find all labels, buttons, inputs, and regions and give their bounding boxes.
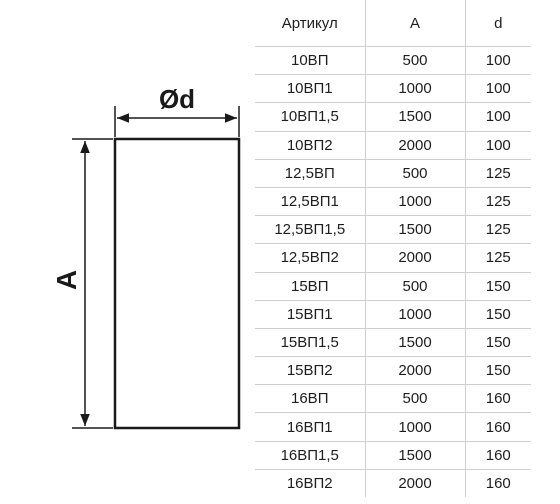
cell-length: 1500 — [364, 102, 465, 132]
cell-length: 1000 — [364, 74, 465, 103]
cell-article: 10ВП1,5 — [255, 102, 365, 132]
cell-diameter: 100 — [464, 45, 531, 75]
cell-length: 1000 — [364, 299, 465, 329]
cell-length: 1500 — [364, 215, 465, 244]
cell-article: 10ВП1 — [255, 74, 365, 103]
cell-article: 16ВП1,5 — [255, 440, 365, 470]
cell-length: 1000 — [364, 412, 465, 442]
cell-diameter: 160 — [464, 440, 531, 470]
cell-article: 15ВП — [255, 271, 365, 301]
cell-article: 15ВП1 — [255, 299, 365, 329]
pipe-outline — [113, 137, 241, 430]
cell-length: 2000 — [364, 468, 465, 497]
cell-article: 12,5ВП — [255, 158, 365, 188]
cell-diameter: 160 — [464, 468, 531, 497]
cell-article: 16ВП2 — [255, 468, 365, 497]
cell-diameter: 150 — [464, 271, 531, 301]
cell-diameter: 125 — [464, 243, 531, 272]
length-label: A — [51, 270, 82, 290]
cell-diameter: 125 — [464, 158, 531, 188]
cell-length: 500 — [364, 158, 465, 188]
cell-length: 1500 — [364, 327, 465, 357]
cell-article: 15ВП2 — [255, 356, 365, 385]
cell-article: 10ВП — [255, 45, 365, 75]
pipe-drawing: Ød A — [51, 84, 241, 430]
cell-length: 2000 — [364, 130, 465, 160]
header-diameter: d — [464, 0, 531, 47]
header-article: Артикул — [281, 14, 338, 32]
cell-length: 500 — [364, 45, 465, 75]
cell-diameter: 150 — [464, 327, 531, 357]
cell-article: 16ВП — [255, 384, 365, 413]
cell-article: 12,5ВП2 — [255, 243, 365, 272]
cell-length: 500 — [364, 271, 465, 301]
cell-diameter: 100 — [464, 130, 531, 160]
cell-diameter: 100 — [464, 102, 531, 132]
table-header-row: Артикул A d — [255, 0, 531, 47]
cell-length: 1000 — [364, 186, 465, 216]
cell-diameter: 150 — [464, 299, 531, 329]
cell-length: 500 — [364, 384, 465, 413]
cell-article: 12,5ВП1,5 — [255, 215, 365, 244]
cell-diameter: 160 — [464, 412, 531, 442]
cell-article: 15ВП1,5 — [255, 327, 365, 357]
cell-diameter: 160 — [464, 384, 531, 413]
cell-length: 1500 — [364, 440, 465, 470]
cell-diameter: 125 — [464, 186, 531, 216]
header-length: A — [364, 0, 465, 47]
diameter-label: Ød — [159, 84, 195, 114]
cell-diameter: 150 — [464, 356, 531, 385]
cell-diameter: 125 — [464, 215, 531, 244]
cell-article: 12,5ВП1 — [255, 186, 365, 216]
cell-diameter: 100 — [464, 74, 531, 103]
cell-article: 10ВП2 — [255, 130, 365, 160]
cell-article: 16ВП1 — [255, 412, 365, 442]
cell-length: 2000 — [364, 356, 465, 385]
cell-length: 2000 — [364, 243, 465, 272]
